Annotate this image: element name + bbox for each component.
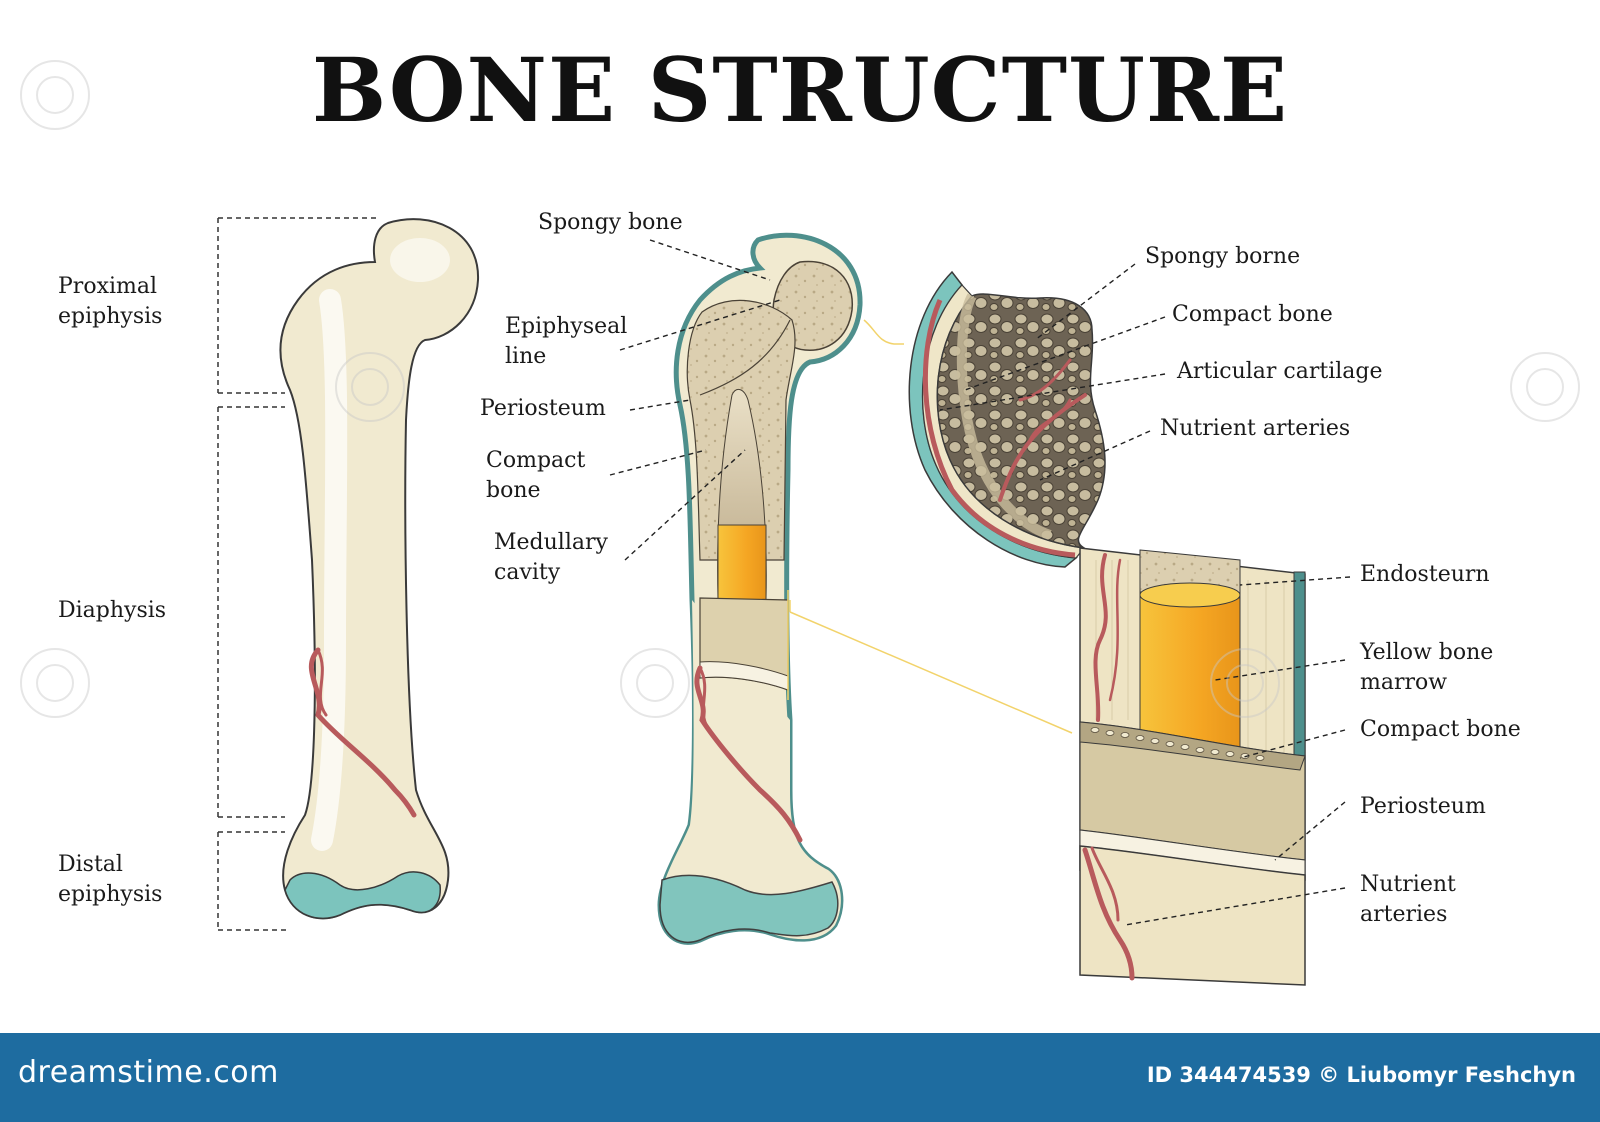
watermark-icon xyxy=(20,648,90,718)
footer-bar: dreamstime.com ID 344474539 © Liubomyr F… xyxy=(0,1033,1600,1122)
watermark-icon xyxy=(1210,648,1280,718)
watermark-icon xyxy=(20,60,90,130)
cutaway-femur xyxy=(657,232,1073,945)
whole-femur xyxy=(217,217,480,931)
leader-lines xyxy=(609,239,1351,926)
watermark-icon xyxy=(620,648,690,718)
spongy-bone-detail xyxy=(908,270,1106,568)
watermark-icon xyxy=(335,352,405,422)
shaft-detail xyxy=(1079,547,1306,986)
label-articular-cartilage: Articular cartilage xyxy=(1177,359,1383,384)
label-diaphysis: Diaphysis xyxy=(58,598,167,623)
page-title: BONE STRUCTURE xyxy=(311,38,1289,142)
footer-brand[interactable]: dreamstime.com xyxy=(18,1055,279,1090)
label-periosteum-mid: Periosteum xyxy=(480,396,606,421)
watermark-icon xyxy=(1510,352,1580,422)
label-endosteurn: Endosteurn xyxy=(1360,562,1490,587)
label-compact-bone-bottom: Compact bone xyxy=(1360,717,1521,742)
bone-diagram xyxy=(217,217,1351,986)
label-periosteum-bottom: Periosteum xyxy=(1360,794,1486,819)
label-spongy-bone: Spongy bone xyxy=(538,210,683,235)
footer-credit: ID 344474539 © Liubomyr Feshchyn xyxy=(1146,1063,1576,1087)
label-spongy-borne: Spongy borne xyxy=(1145,244,1301,269)
label-compact-bone-top: Compact bone xyxy=(1172,302,1333,327)
label-nutrient-arteries-top: Nutrient arteries xyxy=(1160,416,1351,441)
